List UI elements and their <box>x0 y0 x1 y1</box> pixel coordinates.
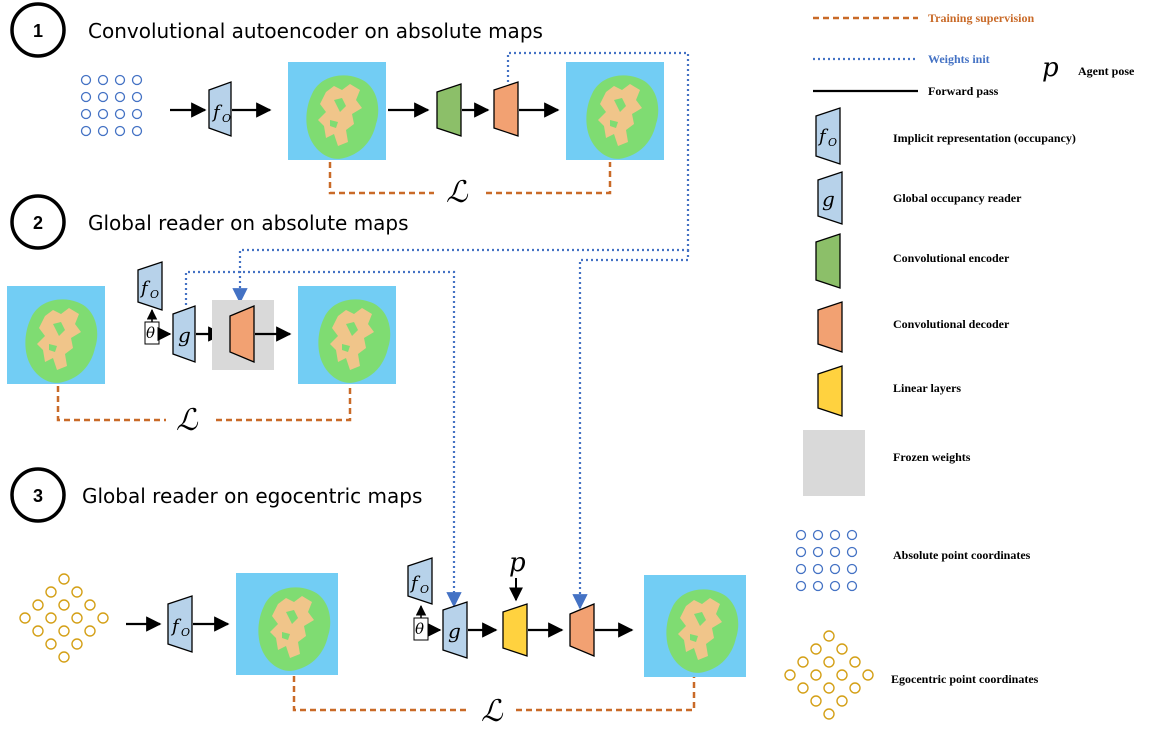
implicit-network-icon: f O <box>208 81 232 137</box>
theta-symbol: θ <box>146 324 155 342</box>
decoder-icon <box>817 301 843 353</box>
step-1: 1 Convolutional autoencoder on absolute … <box>10 2 664 210</box>
implicit-subscript: O <box>420 583 429 596</box>
point-grid-icon <box>795 529 858 592</box>
loss-symbol: ℒ <box>176 403 199 438</box>
frozen-weights-icon <box>803 430 865 496</box>
occupancy-map-icon <box>298 286 396 384</box>
step-2-number: 2 <box>33 213 43 233</box>
point-grid-icon <box>19 573 109 663</box>
loss-symbol: ℒ <box>446 175 469 210</box>
implicit-subscript: O <box>150 288 159 301</box>
reader-symbol: g <box>178 323 191 347</box>
implicit-network-icon: f O <box>407 557 433 605</box>
supervision-line <box>328 162 612 195</box>
point-grid-icon <box>80 74 143 137</box>
legend-forward-pass: Forward pass <box>928 84 999 98</box>
loss-symbol: ℒ <box>481 694 504 729</box>
legend-training-supervision: Training supervision <box>928 11 1034 25</box>
step-1-title: Convolutional autoencoder on absolute ma… <box>88 19 543 43</box>
step-1-number: 1 <box>33 21 43 41</box>
step-3-number: 3 <box>33 486 43 506</box>
occupancy-map-icon <box>288 62 386 160</box>
legend-linear-layers: Linear layers <box>893 381 961 395</box>
occupancy-map-icon <box>7 286 105 384</box>
reader-network-icon: g <box>817 171 843 225</box>
legend-agent-pose: Agent pose <box>1078 64 1135 78</box>
step-3: 3 Global reader on egocentric maps f O f… <box>10 467 746 729</box>
reader-symbol: g <box>822 187 835 211</box>
implicit-subscript: O <box>222 112 231 125</box>
point-grid-icon <box>784 630 874 720</box>
pose-symbol: p <box>509 548 526 578</box>
supervision-line <box>56 386 352 422</box>
legend-conv-decoder: Convolutional decoder <box>893 317 1010 331</box>
theta-symbol: θ <box>415 620 424 638</box>
step-badge-icon <box>10 194 66 250</box>
linear-layers-icon <box>502 603 528 657</box>
step-badge-icon <box>10 2 66 58</box>
reader-symbol: g <box>448 619 461 643</box>
encoder-icon <box>436 83 462 137</box>
supervision-line <box>292 676 696 712</box>
legend-global-reader: Global occupancy reader <box>893 191 1022 205</box>
step-2-title: Global reader on absolute maps <box>88 211 409 235</box>
reader-network-icon: g <box>172 305 196 363</box>
step-3-title: Global reader on egocentric maps <box>82 484 422 508</box>
decoder-icon <box>229 305 255 363</box>
encoder-icon <box>815 233 841 289</box>
legend-weights-init: Weights init <box>928 52 990 66</box>
occupancy-map-icon <box>236 573 338 675</box>
legend: Training supervision Weights init p Agen… <box>784 11 1135 720</box>
legend-conv-encoder: Convolutional encoder <box>893 251 1010 265</box>
implicit-subscript: O <box>181 626 190 639</box>
weights-init-connections <box>184 51 690 610</box>
decoder-icon <box>493 81 519 137</box>
legend-egocentric-points: Egocentric point coordinates <box>891 672 1039 686</box>
occupancy-map-icon <box>644 575 746 677</box>
implicit-network-icon: f O <box>137 261 163 311</box>
step-2: 2 Global reader on absolute maps f O θ g… <box>7 194 409 438</box>
implicit-network-icon: f O <box>167 595 193 653</box>
implicit-network-icon: f O <box>815 107 841 165</box>
legend-implicit: Implicit representation (occupancy) <box>893 131 1076 145</box>
implicit-subscript: O <box>828 136 837 149</box>
reader-network-icon: g <box>442 601 468 659</box>
decoder-icon <box>569 603 595 657</box>
step-badge-icon <box>10 467 66 523</box>
legend-frozen-weights: Frozen weights <box>893 450 971 464</box>
linear-layers-icon <box>817 365 843 417</box>
occupancy-map-icon <box>566 62 664 160</box>
legend-absolute-points: Absolute point coordinates <box>893 548 1031 562</box>
legend-pose-symbol: p <box>1042 53 1059 83</box>
